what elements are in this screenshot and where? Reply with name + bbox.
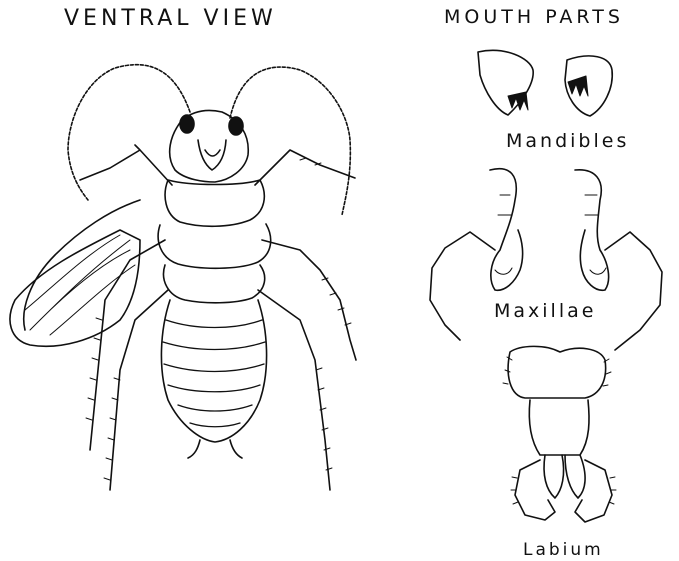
mesothorax — [158, 224, 271, 268]
left-mandible-teeth — [508, 92, 528, 110]
metathorax — [164, 265, 265, 303]
labium-drawing — [503, 346, 616, 522]
maxillae-label: Maxillae — [494, 300, 596, 322]
right-front-leg — [255, 150, 355, 185]
ventral-view-title: VENTRAL VIEW — [64, 6, 277, 31]
abdomen-segments — [163, 320, 265, 427]
left-front-leg — [80, 145, 172, 185]
left-hindwing — [24, 200, 140, 330]
right-mandible-teeth — [568, 76, 588, 96]
left-maxilla — [490, 169, 523, 291]
labium-hairs — [503, 357, 616, 504]
prothorax — [165, 180, 264, 226]
labium-label: Labium — [523, 540, 604, 560]
right-maxilla-detail — [585, 195, 606, 274]
mandibles-drawing — [478, 50, 612, 116]
left-antenna — [68, 65, 190, 200]
right-eye — [229, 117, 243, 135]
right-labial-palp — [575, 460, 612, 522]
labium-glossae — [544, 455, 585, 498]
left-mandible — [478, 50, 533, 115]
left-hind-leg — [110, 290, 168, 490]
leg-spines-left — [86, 318, 120, 480]
left-maxilla-detail — [495, 195, 512, 274]
right-maxillary-palp — [605, 232, 662, 350]
left-eye — [180, 115, 194, 133]
mouth-parts-title: MOUTH PARTS — [444, 6, 624, 28]
cockroach-ventral-view — [10, 65, 356, 490]
mandibles-label: Mandibles — [506, 130, 629, 152]
maxillae-drawing — [430, 169, 662, 350]
labium-submentum — [508, 346, 605, 398]
left-maxillary-palp — [430, 232, 495, 340]
labium-mentum — [529, 400, 589, 455]
mouth-region — [198, 140, 226, 170]
